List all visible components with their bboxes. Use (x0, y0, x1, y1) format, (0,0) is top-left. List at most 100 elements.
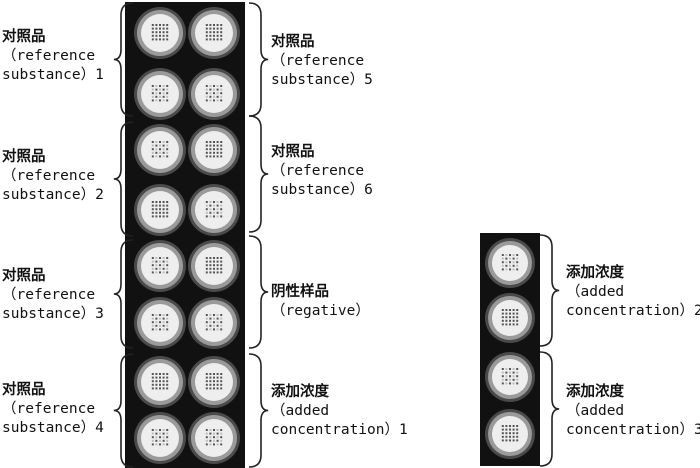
dot (162, 443, 165, 446)
dot (509, 432, 511, 435)
dot (505, 382, 508, 385)
dot (512, 371, 515, 374)
dot (159, 383, 161, 386)
dot (209, 204, 212, 207)
dot (501, 425, 504, 427)
dot (501, 432, 504, 435)
dot (162, 317, 165, 320)
dot (155, 95, 158, 98)
dot (216, 432, 219, 435)
dot (213, 38, 215, 41)
dot (512, 428, 515, 431)
dot (509, 439, 511, 442)
dot (209, 443, 212, 446)
dot (151, 151, 154, 154)
dot (509, 268, 511, 271)
dot (166, 267, 169, 270)
dot (159, 321, 161, 324)
dot (512, 435, 515, 438)
dot (159, 271, 161, 274)
dot (159, 92, 161, 95)
dot (209, 31, 212, 34)
dot (159, 24, 161, 26)
well (188, 297, 240, 349)
dot (509, 261, 511, 264)
dot (516, 375, 519, 378)
dot (209, 201, 212, 203)
well (134, 7, 186, 59)
dot (216, 148, 219, 151)
dot (216, 85, 219, 87)
dot (516, 368, 519, 370)
dot (209, 38, 212, 41)
dot (166, 387, 169, 390)
dot (213, 144, 215, 147)
dot (220, 387, 223, 390)
dot (509, 435, 511, 438)
dot (162, 387, 165, 390)
dot (205, 141, 208, 143)
dot (205, 215, 208, 218)
dot (501, 439, 504, 442)
dot (155, 373, 158, 375)
dot (216, 380, 219, 383)
dot (155, 257, 158, 259)
dot (209, 208, 212, 211)
dot (216, 257, 219, 259)
dot (151, 211, 154, 214)
dot (159, 38, 161, 41)
dot (159, 201, 161, 203)
dot (159, 260, 161, 263)
label-reference-1: 对照品 （reference substance）1 (2, 29, 104, 83)
dot (213, 151, 215, 154)
dot (216, 314, 219, 316)
brace-added-3 (539, 351, 560, 467)
dot (155, 27, 158, 30)
dot (155, 271, 158, 274)
dot (151, 429, 154, 431)
well (485, 293, 535, 343)
dot (209, 314, 212, 316)
dot (516, 316, 519, 319)
dot (151, 208, 154, 211)
dot (220, 321, 223, 324)
brace-negative-top (248, 115, 269, 233)
dot (155, 328, 158, 331)
dot (220, 201, 223, 203)
dot (159, 208, 161, 211)
dot (166, 260, 169, 263)
dot (166, 429, 169, 431)
dot (155, 201, 158, 203)
label-reference-3: 对照品 （reference substance）3 (2, 268, 104, 322)
dot (216, 27, 219, 30)
well (134, 356, 186, 408)
dot (213, 439, 215, 442)
dot (220, 383, 223, 386)
dot (166, 24, 169, 26)
dot (509, 378, 511, 381)
label-reference-5: 对照品 （reference substance）5 (271, 34, 373, 88)
dot (151, 314, 154, 316)
dot (501, 257, 504, 260)
dot (505, 316, 508, 319)
dot (516, 309, 519, 311)
brace-group (113, 2, 560, 468)
dot (220, 436, 223, 439)
dot (509, 382, 511, 385)
dot (209, 373, 212, 375)
dot (166, 271, 169, 274)
dot (166, 155, 169, 158)
dot (220, 27, 223, 30)
well (188, 356, 240, 408)
dot (166, 443, 169, 446)
dot (505, 261, 508, 264)
dot (159, 148, 161, 151)
dot (205, 380, 208, 383)
dot (166, 432, 169, 435)
dot (220, 88, 223, 91)
dot (509, 312, 511, 315)
dot (209, 27, 212, 30)
dot (166, 380, 169, 383)
dot (216, 260, 219, 263)
dot (512, 368, 515, 370)
